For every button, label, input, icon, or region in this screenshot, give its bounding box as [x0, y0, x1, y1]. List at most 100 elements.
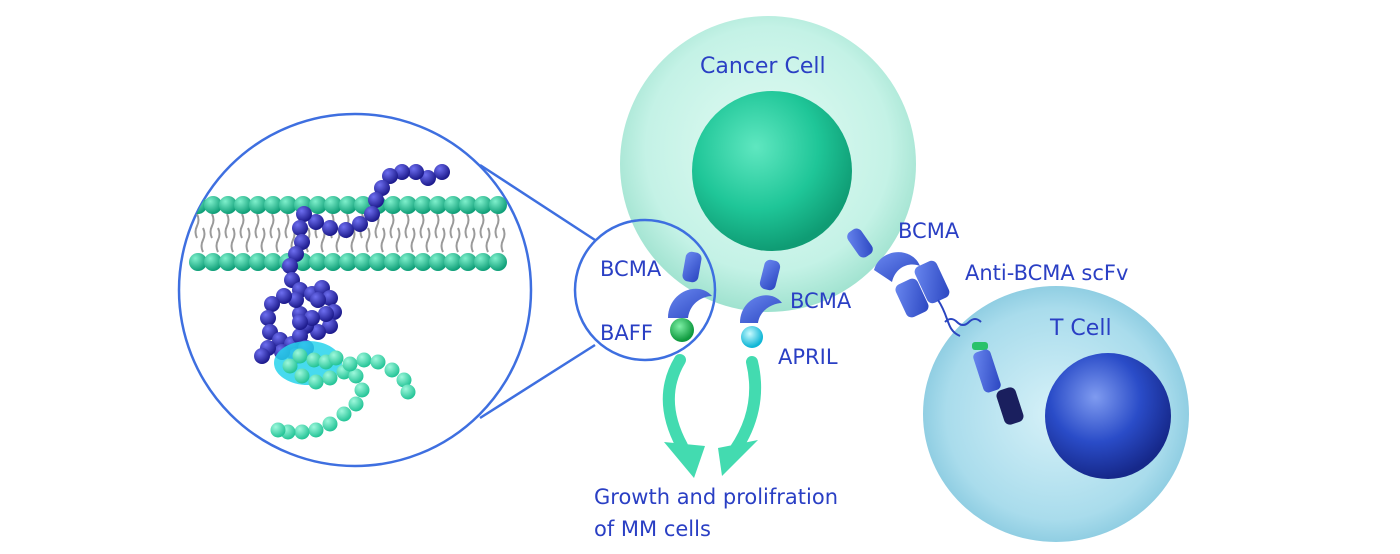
lipid-tail	[419, 213, 425, 239]
lipid-tail	[389, 213, 395, 239]
zoom-source-circle	[573, 218, 717, 362]
tail-bead	[396, 372, 412, 388]
chain-bead	[408, 164, 424, 180]
lipid-head	[444, 253, 462, 271]
lipid-head	[459, 253, 477, 271]
bcma-receptor-icon	[740, 259, 782, 323]
lipid-tail	[425, 227, 431, 253]
lipid-tail	[230, 227, 236, 253]
chain-bead	[382, 168, 398, 184]
bcma-receptor-icon	[847, 228, 920, 282]
ligand-chain-icon	[270, 348, 416, 440]
zoom-connector	[479, 163, 596, 420]
lipid-tail	[209, 213, 215, 239]
bcma-left-label: BCMA	[600, 257, 662, 281]
chain-bead	[292, 328, 308, 344]
lipid-head	[234, 253, 252, 271]
lipid-head	[189, 253, 207, 271]
lipid-head	[264, 253, 282, 271]
lipid-tail	[410, 227, 416, 253]
baff-label: BAFF	[600, 321, 653, 345]
lipid-head	[339, 253, 357, 271]
lipid-head	[474, 253, 492, 271]
tail-bead	[322, 370, 338, 386]
chain-bead	[322, 220, 338, 236]
lipid-head	[414, 253, 432, 271]
tail-bead	[348, 396, 364, 412]
lipid-tail	[245, 227, 251, 253]
chain-bead	[310, 292, 326, 308]
lipid-head	[384, 196, 402, 214]
tail-bead	[342, 356, 358, 372]
lipid-head	[309, 196, 327, 214]
t-cell-label: T Cell	[1050, 316, 1112, 341]
tail-bead	[400, 384, 416, 400]
lipid-head	[249, 196, 267, 214]
lipid-head	[474, 196, 492, 214]
lipid-head	[414, 196, 432, 214]
zoom-detail	[177, 112, 533, 468]
lipid-tail	[494, 213, 500, 239]
lipid-head	[219, 253, 237, 271]
tail-bead	[294, 424, 310, 440]
outcome-label-line1: Growth and prolifration	[594, 485, 839, 509]
chain-bead	[294, 234, 310, 250]
cancer-cell-label: Cancer Cell	[700, 54, 826, 79]
chain-bead	[296, 206, 312, 222]
lipid-tail	[440, 227, 446, 253]
lipid-tail	[224, 213, 230, 239]
chain-bead	[292, 314, 308, 330]
chain-bead	[318, 306, 334, 322]
chain-bead	[276, 288, 292, 304]
lipid-tail	[200, 227, 206, 253]
lipid-head	[354, 253, 372, 271]
lipid-tail	[260, 227, 266, 253]
tail-bead	[370, 354, 386, 370]
lipid-head	[234, 196, 252, 214]
lipid-head	[444, 196, 462, 214]
protein-chain-icon	[254, 164, 450, 364]
lipid-head	[489, 253, 507, 271]
lipid-head	[384, 253, 402, 271]
lipid-head	[279, 196, 297, 214]
lipid-head	[459, 196, 477, 214]
tail-bead	[336, 406, 352, 422]
chain-bead	[420, 170, 436, 186]
car-construct-icon	[895, 260, 1024, 425]
tail-bead	[384, 362, 400, 378]
chain-bead	[264, 296, 280, 312]
lipid-tail	[395, 227, 401, 253]
lipid-tail	[194, 213, 200, 239]
lipid-tail	[284, 213, 290, 239]
bcma-middle-label: BCMA	[790, 289, 852, 313]
lipid-tail	[449, 213, 455, 239]
chain-bead	[260, 310, 276, 326]
lipid-head	[429, 196, 447, 214]
lipid-tail	[269, 213, 275, 239]
lipid-tail	[275, 227, 281, 253]
lipid-head	[204, 253, 222, 271]
t-cell	[923, 286, 1189, 542]
tail-bead	[322, 416, 338, 432]
bcma-receptor-icon	[668, 251, 712, 318]
cancer-cell-nucleus	[692, 91, 852, 251]
lipid-tail	[215, 227, 221, 253]
tail-bead	[354, 382, 370, 398]
lipid-head	[324, 196, 342, 214]
lipid-head	[339, 196, 357, 214]
chain-bead	[368, 192, 384, 208]
lipid-head	[309, 253, 327, 271]
chain-bead	[254, 348, 270, 364]
tail-bead	[306, 352, 322, 368]
lipid-head	[489, 196, 507, 214]
lipid-tail	[455, 227, 461, 253]
chain-bead	[374, 180, 390, 196]
lipid-head	[264, 196, 282, 214]
signal-arrowheads	[664, 440, 758, 478]
tail-bead	[348, 368, 364, 384]
lipid-tail	[350, 227, 356, 253]
tail-bead	[292, 348, 308, 364]
chain-bead	[364, 206, 380, 222]
lipid-tail	[380, 227, 386, 253]
